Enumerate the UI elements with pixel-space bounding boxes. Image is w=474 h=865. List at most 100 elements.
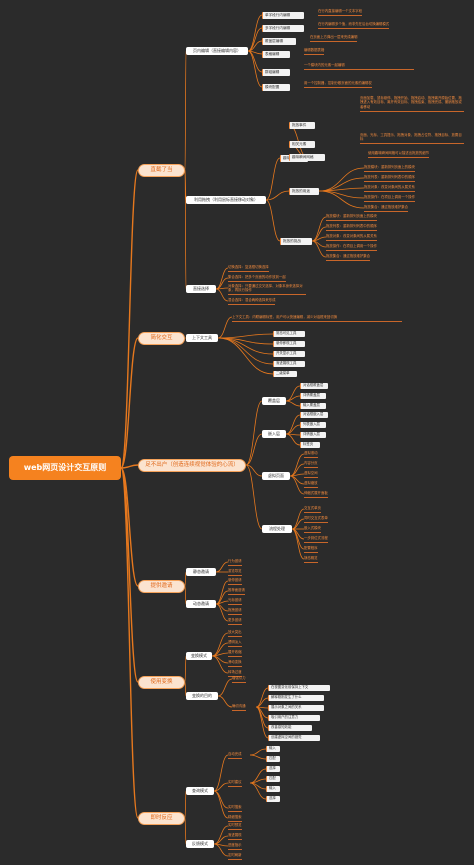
suggest-step[interactable]: 输入: [266, 786, 280, 792]
topic-group-edit[interactable]: 群组编辑: [262, 69, 290, 76]
autocomplete-step[interactable]: 输入: [266, 746, 280, 752]
topic-static-invitation[interactable]: 静态邀请: [186, 568, 216, 576]
use-item: 拖放对象：改变对象间的从属关系: [364, 185, 415, 192]
connector-line: [184, 571, 187, 587]
overlay-item[interactable]: 输入覆盖层: [300, 403, 326, 409]
topic-drag-drop[interactable]: 利用拖拽（利用鼠标直接移动对象）: [186, 196, 266, 204]
tool-always-visible[interactable]: 常态可见工具: [273, 331, 305, 337]
connector-line: [318, 190, 365, 199]
connector-line: [245, 433, 263, 466]
connector-line: [285, 414, 301, 435]
connector-line: [120, 467, 139, 819]
inlay-item[interactable]: 列表嵌入层: [300, 422, 326, 428]
connector-line: [318, 187, 365, 192]
connector-line: [291, 518, 305, 530]
connector-line: [289, 453, 305, 477]
topic-context-tools[interactable]: 上下文工具: [186, 334, 218, 342]
suggest-step[interactable]: 选择: [266, 766, 280, 772]
connector-line: [184, 790, 187, 819]
connector-line: [184, 655, 187, 683]
flow-item: 嵌入式模块: [304, 526, 321, 533]
inlay-item[interactable]: 对话框嵌入层: [300, 412, 328, 418]
connector-line: [318, 167, 365, 192]
connector-line: [217, 695, 233, 708]
flow-item: 同时交互式表单: [304, 516, 328, 523]
note-multi-field: 在行内编辑多个值，而非先在后台切换编辑模式: [318, 22, 390, 29]
branch-invitation[interactable]: 提供邀请: [138, 580, 185, 593]
topic-drag-events[interactable]: 拖放事件: [289, 122, 315, 129]
note-drag-events: 页面加载、鼠标悬停、拖拽开始、拖拽启动、拖拽离开原始位置、拖拽进入有效目标、离开…: [360, 95, 464, 112]
topic-inline-edit[interactable]: 页内编辑（直接编辑内容）: [186, 47, 248, 55]
challenge-item: 拖放模块：重新排列页面上的模块: [326, 214, 377, 221]
topic-module-config[interactable]: 模块配置: [262, 84, 290, 91]
overlay-item[interactable]: 对话框覆盖层: [300, 383, 328, 389]
topic-feedback-patterns[interactable]: 反馈模式: [186, 840, 214, 848]
branch-direct[interactable]: 直截了当: [138, 164, 185, 177]
select-item: 集合选择：把多个页面的动作放到一起: [228, 275, 286, 282]
topic-direct-select[interactable]: 直接选择: [186, 285, 216, 293]
autocomplete-step[interactable]: 匹配: [266, 756, 280, 762]
flow-item: 静态概览: [304, 556, 318, 563]
overlay-item[interactable]: 详情覆盖层: [300, 393, 326, 399]
topic-transition-purpose[interactable]: 变换的目的: [186, 692, 218, 700]
branch-stay-on-page[interactable]: 足不出户（创造连续视觉体验的心流）: [138, 459, 246, 472]
virtual-item: 伸缩式展开面板: [304, 491, 328, 498]
topic-inlays[interactable]: 嵌入层: [262, 430, 286, 438]
topic-overlay-edit[interactable]: 覆盖层编辑: [262, 38, 296, 45]
topic-related-elements[interactable]: 相关元素: [289, 141, 315, 148]
topic-process-flow[interactable]: 流程处理: [262, 525, 292, 533]
select-item: 混合选择：混合两种选择来形成: [228, 298, 276, 305]
feedback-item: 实时预览: [228, 823, 242, 830]
inlay-item[interactable]: 标签页: [300, 442, 320, 448]
connector-line: [211, 655, 229, 674]
connector-line: [184, 169, 187, 290]
topic-multi-field[interactable]: 多字段行内编辑: [262, 25, 304, 32]
virtual-item: 虚拟缩放: [304, 481, 318, 488]
suggest-step[interactable]: 匹配: [266, 776, 280, 782]
suggest-step[interactable]: 选择: [266, 796, 280, 802]
topic-transition-modes[interactable]: 变换模式: [186, 652, 212, 660]
connector-line: [255, 687, 269, 708]
topic-fun-grid[interactable]: 趣味瞬间网格: [289, 154, 325, 161]
connector-line: [245, 464, 263, 477]
connector-line: [184, 681, 187, 697]
tool-toggle-reveal[interactable]: 开关显示工具: [273, 351, 305, 357]
connector-line: [249, 754, 267, 760]
connector-line: [291, 528, 305, 560]
connector-line: [120, 467, 139, 683]
topic-drag-challenges[interactable]: 拖放的挑战: [280, 238, 312, 245]
tool-hover-reveal[interactable]: 悬停即现工具: [273, 341, 305, 347]
virtual-item: 内容分页: [304, 461, 318, 468]
inlay-item[interactable]: 详情嵌入层: [300, 432, 326, 438]
dynamic-invite-item: 更多邀请: [228, 618, 242, 625]
tool-progressive-reveal[interactable]: 渐进展现工具: [273, 361, 305, 367]
topic-table-edit[interactable]: 表格编辑: [262, 51, 290, 58]
topic-dynamic-invitation[interactable]: 动态邀请: [186, 600, 216, 608]
connector-line: [213, 782, 229, 792]
topic-single-field[interactable]: 单字段行内编辑: [262, 12, 304, 19]
branch-reaction[interactable]: 即时反应: [138, 812, 185, 825]
topic-drag-uses[interactable]: 拖放的用途: [289, 188, 319, 195]
topic-virtual-pages[interactable]: 虚拟页面: [262, 472, 290, 480]
static-invite-item: 游览导览: [228, 569, 242, 576]
dynamic-invite-item: 悬停邀请: [228, 578, 242, 585]
connector-line: [213, 754, 229, 792]
topic-overlays[interactable]: 覆盖层: [262, 397, 286, 405]
connector-line: [245, 400, 263, 466]
transition-mode-item: 透明淡入: [228, 640, 242, 647]
root-topic[interactable]: web网页设计交互原则: [9, 456, 121, 480]
tool-secondary-menu[interactable]: 二级菜单: [273, 371, 297, 377]
dynamic-invite-item: 光标邀请: [228, 598, 242, 605]
note-overlay-edit: 在页面上方弹出一层来完成编辑: [310, 35, 358, 42]
note-group-edit: 一个模块内的元素一起编辑: [304, 62, 414, 70]
challenge-item: 拖放操作：在项目上调用一个操作: [326, 244, 377, 251]
branch-simplify[interactable]: 简化交互: [138, 332, 185, 345]
note-single-field: 在行内直接编辑一个文本字段: [318, 9, 363, 16]
branch-transition[interactable]: 使用变换: [138, 676, 185, 689]
virtual-item: 虚拟滚动: [304, 451, 318, 458]
connector-line: [265, 157, 281, 201]
connector-line: [211, 632, 229, 657]
select-item: 切换选择：复选框切换选择: [228, 265, 269, 272]
topic-query-patterns[interactable]: 查询模式: [186, 787, 214, 795]
communicate-item: 吸引用户的注意力: [268, 715, 320, 721]
